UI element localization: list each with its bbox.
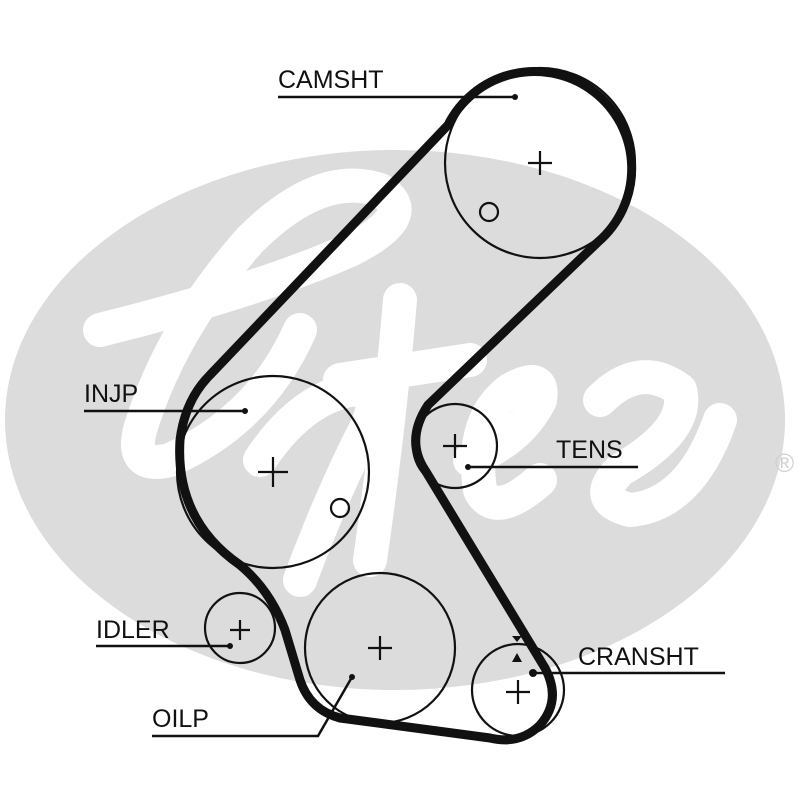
- label-tensioner: TENS: [465, 436, 638, 470]
- svg-text:INJP: INJP: [84, 380, 138, 408]
- timing-belt: [175, 67, 637, 745]
- svg-text:CRANSHT: CRANSHT: [578, 643, 699, 671]
- label-camshaft: CAMSHT: [278, 66, 518, 100]
- gates-logo: ®: [5, 150, 794, 690]
- idler-pulley: [203, 591, 277, 665]
- svg-text:TENS: TENS: [556, 436, 623, 464]
- label-injection-pump: INJP: [84, 380, 248, 414]
- svg-text:OILP: OILP: [152, 705, 209, 733]
- label-crankshaft: CRANSHT: [529, 643, 725, 677]
- timing-mark-icon: [512, 636, 522, 662]
- svg-text:IDLER: IDLER: [96, 616, 170, 644]
- label-oil-pump: OILP: [152, 674, 355, 738]
- registered-mark: ®: [775, 448, 794, 478]
- label-idler: IDLER: [96, 616, 233, 649]
- svg-text:CAMSHT: CAMSHT: [278, 66, 384, 94]
